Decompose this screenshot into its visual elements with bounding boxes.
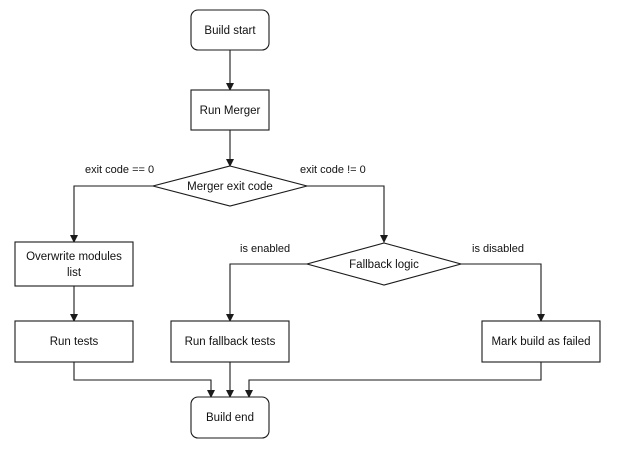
arrowhead <box>380 235 388 243</box>
edges <box>70 50 545 398</box>
edge-exit-zero <box>73 185 153 237</box>
edge-labels: exit code == 0 exit code != 0 is enabled… <box>85 164 524 255</box>
edge-failed-to-end <box>248 362 542 392</box>
node-build-start: Build start <box>190 9 270 51</box>
arrowhead <box>226 314 234 322</box>
node-build-end-label: Build end <box>206 412 254 424</box>
node-mark-build-as-failed-label: Mark build as failed <box>491 336 590 348</box>
edge-is-enabled <box>229 263 307 316</box>
node-run-tests-label: Run tests <box>50 336 99 348</box>
arrowhead <box>70 235 78 243</box>
arrowhead <box>245 390 253 398</box>
node-run-merger-label: Run Merger <box>200 105 261 117</box>
arrowhead <box>207 390 215 398</box>
arrowhead <box>537 314 545 322</box>
node-overwrite-modules-list: Overwrite modules list <box>14 241 134 287</box>
edge-tests-to-end <box>73 362 212 392</box>
node-mark-build-as-failed: Mark build as failed <box>481 320 601 363</box>
edge-label-is-disabled: is disabled <box>472 243 524 255</box>
edge-exit-nonzero <box>307 185 385 237</box>
edge-label-exit-nonzero: exit code != 0 <box>300 164 366 176</box>
edge-is-disabled <box>461 263 542 316</box>
node-fallback-logic-label: Fallback logic <box>349 259 419 271</box>
edge-label-exit-zero: exit code == 0 <box>85 164 154 176</box>
node-run-tests: Run tests <box>14 320 134 363</box>
node-merger-exit-code-label: Merger exit code <box>187 181 273 193</box>
arrowhead <box>226 390 234 398</box>
node-overwrite-modules-list-label-line1: Overwrite modules <box>26 251 122 263</box>
arrowhead <box>226 159 234 167</box>
node-build-end: Build end <box>190 396 270 439</box>
node-overwrite-modules-list-label-line2: list <box>67 267 82 279</box>
arrowhead <box>226 83 234 91</box>
node-build-start-label: Build start <box>204 25 256 37</box>
arrowhead <box>70 314 78 322</box>
node-fallback-logic: Fallback logic <box>304 242 464 286</box>
node-merger-exit-code: Merger exit code <box>150 165 310 207</box>
node-run-fallback-tests-label: Run fallback tests <box>185 336 276 348</box>
node-run-fallback-tests: Run fallback tests <box>170 320 290 363</box>
node-run-merger: Run Merger <box>190 89 270 131</box>
edge-label-is-enabled: is enabled <box>240 243 290 255</box>
